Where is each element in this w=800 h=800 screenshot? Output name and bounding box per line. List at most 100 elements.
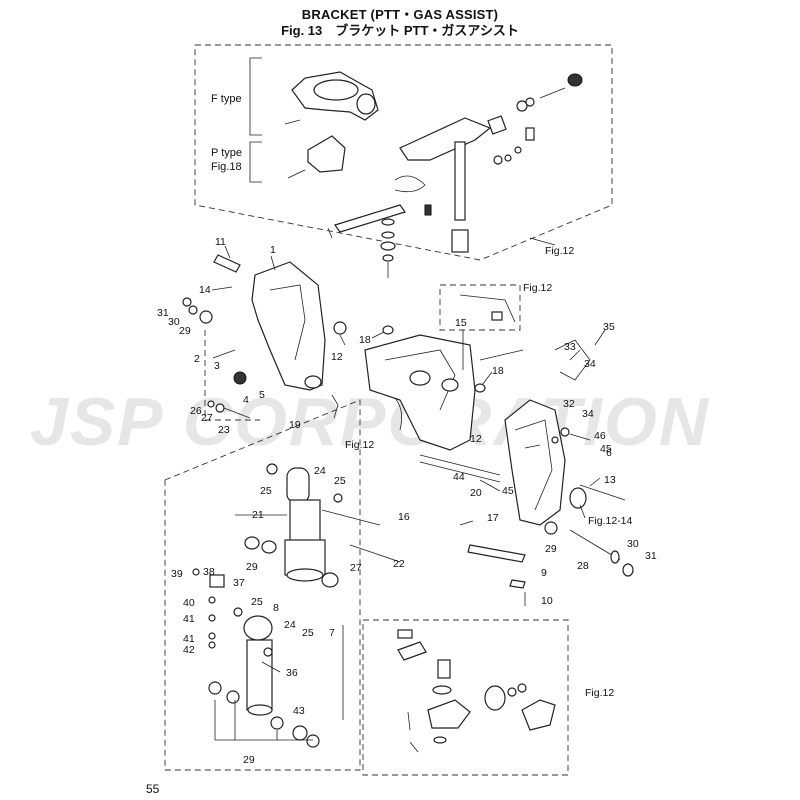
callout-23: 23 — [218, 424, 230, 436]
callout-12b: 12 — [470, 433, 482, 445]
callout-33: 33 — [564, 341, 576, 353]
f-type-label: F type — [211, 93, 242, 105]
small-parts-left — [182, 297, 251, 419]
hose-fitting-part — [459, 294, 516, 323]
callout-3: 3 — [214, 360, 220, 372]
callout-40: 40 — [183, 597, 195, 609]
callout-25b: 25 — [334, 475, 346, 487]
callout-43: 43 — [293, 705, 305, 717]
trim-tilt-unit-part — [244, 463, 401, 588]
tilt-assembly-parts — [397, 629, 556, 753]
callout-14: 14 — [199, 284, 211, 296]
bracket-plate-part — [467, 544, 526, 606]
page-number: 55 — [146, 782, 160, 796]
callout-4: 4 — [243, 394, 249, 406]
callout-12: 12 — [331, 351, 343, 363]
tilt-rods-part — [419, 454, 634, 577]
callout-31b: 31 — [645, 550, 657, 562]
tilt-assembly-group-outline — [362, 619, 569, 776]
callout-29b: 29 — [246, 561, 258, 573]
callout-34b: 34 — [582, 408, 594, 420]
callout-45b: 45 — [502, 485, 514, 497]
fig12-14-ref: Fig.12-14 — [588, 515, 633, 527]
callout-30: 30 — [168, 316, 180, 328]
p-type-plate-part — [287, 135, 346, 179]
shaft-end-parts — [487, 73, 583, 165]
callout-30b: 30 — [627, 538, 639, 550]
callout-19: 19 — [289, 419, 301, 431]
callout-25d: 25 — [302, 627, 314, 639]
callout-32: 32 — [563, 398, 575, 410]
callout-34: 34 — [584, 358, 596, 370]
figure-references: Fig.12 Fig.12 Fig.12 Fig.12-14 Fig.12 — [345, 245, 633, 699]
washer-stack-part — [380, 204, 432, 278]
callout-28: 28 — [577, 560, 589, 572]
fig12-ref-top: Fig.12 — [545, 245, 574, 257]
callout-1: 1 — [270, 244, 276, 256]
callout-46: 46 — [594, 430, 606, 442]
callout-16: 16 — [398, 511, 410, 523]
callout-10: 10 — [541, 595, 553, 607]
fig12-ref-center: Fig.12 — [345, 439, 374, 451]
callout-9: 9 — [541, 567, 547, 579]
callout-27b: 27 — [350, 562, 362, 574]
callout-25c: 25 — [251, 596, 263, 608]
callout-27: 27 — [201, 412, 213, 424]
bracket-inset-outline — [204, 330, 260, 421]
callout-25: 25 — [260, 485, 272, 497]
port-clamp-bracket-part — [251, 261, 326, 391]
callout-18b: 18 — [492, 365, 504, 377]
swivel-bracket-part — [333, 321, 486, 451]
callout-44: 44 — [453, 471, 465, 483]
callout-36: 36 — [286, 667, 298, 679]
callout-8: 8 — [273, 602, 279, 614]
bolt-11-part — [213, 254, 241, 273]
fig12-ref-bottom: Fig.12 — [585, 687, 614, 699]
callout-21: 21 — [252, 509, 264, 521]
callout-29d: 29 — [243, 754, 255, 766]
callout-37: 37 — [233, 577, 245, 589]
tilt-lock-lever-part — [331, 394, 403, 431]
steering-bracket-part — [394, 117, 492, 253]
callout-13: 13 — [604, 474, 616, 486]
callout-39: 39 — [171, 568, 183, 580]
callout-11: 11 — [215, 236, 226, 248]
tiller-handle-part — [284, 71, 379, 125]
callout-42: 42 — [183, 644, 195, 656]
callout-26: 26 — [190, 405, 202, 417]
watermark-text: JSP CORPORATION — [30, 384, 710, 460]
f-type-bracket — [249, 57, 262, 136]
starboard-clamp-bracket-part — [504, 339, 591, 526]
diagram-subtitle: Fig. 13 ブラケット PTT・ガスアシスト — [281, 23, 519, 38]
diagram-title: BRACKET (PTT・GAS ASSIST) — [301, 7, 499, 22]
fig12-ref-hose: Fig.12 — [523, 282, 552, 294]
callout-41: 41 — [183, 613, 195, 625]
callout-24b: 24 — [284, 619, 296, 631]
callout-29: 29 — [179, 325, 191, 337]
p-type-label: P type — [211, 147, 242, 159]
linkage-rod-part — [327, 204, 406, 239]
callout-6: 6 — [606, 447, 612, 459]
cylinder-group-outline — [164, 399, 361, 771]
callout-17: 17 — [487, 512, 499, 524]
callout-35: 35 — [603, 321, 615, 333]
callout-29c: 29 — [545, 543, 557, 555]
callout-41b: 41 — [183, 633, 195, 645]
callout-24: 24 — [314, 465, 326, 477]
callout-15: 15 — [455, 317, 467, 329]
callout-20: 20 — [470, 487, 482, 499]
callout-2: 2 — [194, 353, 200, 365]
callout-38: 38 — [203, 566, 215, 578]
callout-labels: 1 2 3 4 5 6 7 8 9 10 11 12 12 13 14 15 1… — [157, 236, 657, 766]
p-type-fig-ref: Fig.18 — [211, 161, 242, 173]
callout-45: 45 — [600, 443, 612, 455]
callout-22: 22 — [393, 558, 405, 570]
p-type-bracket — [249, 141, 262, 183]
callout-18: 18 — [359, 334, 371, 346]
callout-31: 31 — [157, 307, 169, 319]
leader-lines — [211, 237, 606, 741]
callout-7: 7 — [329, 627, 335, 639]
fig12-hose-outline — [439, 284, 521, 331]
